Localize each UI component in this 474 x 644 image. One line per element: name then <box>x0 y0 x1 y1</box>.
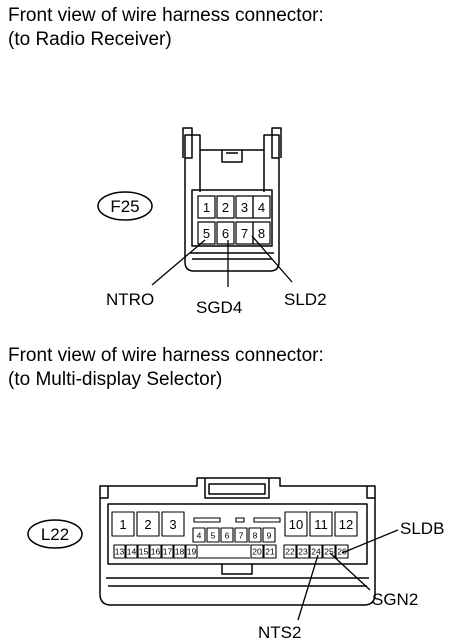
pin-label: 12 <box>339 517 353 532</box>
connector-f25-tag: F25 <box>110 197 139 216</box>
pin-label: 2 <box>144 517 151 532</box>
pin-label: 8 <box>253 531 258 541</box>
pin-label: 9 <box>267 531 272 541</box>
signal-label-sldb: SLDB <box>400 519 444 538</box>
caption-line-2: (to Multi-display Selector) <box>8 369 223 390</box>
signal-label-sgd4: SGD4 <box>196 298 242 317</box>
signal-label-nts2: NTS2 <box>258 623 301 642</box>
connector-f25-pin-grid <box>197 195 271 245</box>
pin-label: 1 <box>119 517 126 532</box>
pin-label: 3 <box>169 517 176 532</box>
pin-label: 16 <box>151 547 161 557</box>
pin-label: 1 <box>203 200 210 215</box>
pin-label: 11 <box>314 517 328 532</box>
pin-label: 10 <box>289 517 303 532</box>
caption-line-1: Front view of wire harness connector: <box>8 345 324 366</box>
pin-label: 17 <box>163 547 173 557</box>
pin-label: 4 <box>258 200 265 215</box>
pin-label: 5 <box>211 531 216 541</box>
pin-label: 7 <box>239 531 244 541</box>
pin-label: 19 <box>187 547 197 557</box>
connector-l22-leader-lines <box>297 529 399 621</box>
connector-f25-leader-lines <box>151 235 293 287</box>
pin-label: 22 <box>285 547 295 557</box>
pin-label: 23 <box>298 547 308 557</box>
pin-label: 15 <box>139 547 149 557</box>
connector-l22-tag-oval <box>27 519 83 549</box>
pin-label: 3 <box>241 200 248 215</box>
pin-label: 25 <box>324 547 334 557</box>
pin-label: 13 <box>115 547 125 557</box>
pin-label: 6 <box>222 226 229 241</box>
pin-label: 14 <box>127 547 137 557</box>
pin-label: 18 <box>175 547 185 557</box>
caption-line-2: (to Radio Receiver) <box>8 29 172 50</box>
connector-f25-tag-oval <box>97 191 153 221</box>
signal-label-ntro: NTRO <box>106 290 154 309</box>
connector-l22-pin-grid <box>111 511 358 559</box>
pin-label: 2 <box>222 200 229 215</box>
pin-label: 20 <box>252 547 262 557</box>
pin-label: 7 <box>241 226 248 241</box>
pin-label: 26 <box>337 547 347 557</box>
pin-label: 21 <box>265 547 275 557</box>
pin-label: 5 <box>203 226 210 241</box>
caption-multi-display-selector: Front view of wire harness connector: (t… <box>8 344 324 392</box>
pin-label: 24 <box>311 547 321 557</box>
pin-label: 4 <box>197 531 202 541</box>
signal-label-sld2: SLD2 <box>284 290 327 309</box>
connector-l22-tag: L22 <box>41 525 69 544</box>
connector-l22-housing <box>99 477 376 606</box>
pin-label: 8 <box>258 226 265 241</box>
connector-f25-housing <box>182 127 282 272</box>
pin-label: 6 <box>225 531 230 541</box>
signal-label-sgn2: SGN2 <box>372 590 418 609</box>
caption-radio-receiver: Front view of wire harness connector: (t… <box>8 4 324 52</box>
caption-line-1: Front view of wire harness connector: <box>8 5 324 26</box>
